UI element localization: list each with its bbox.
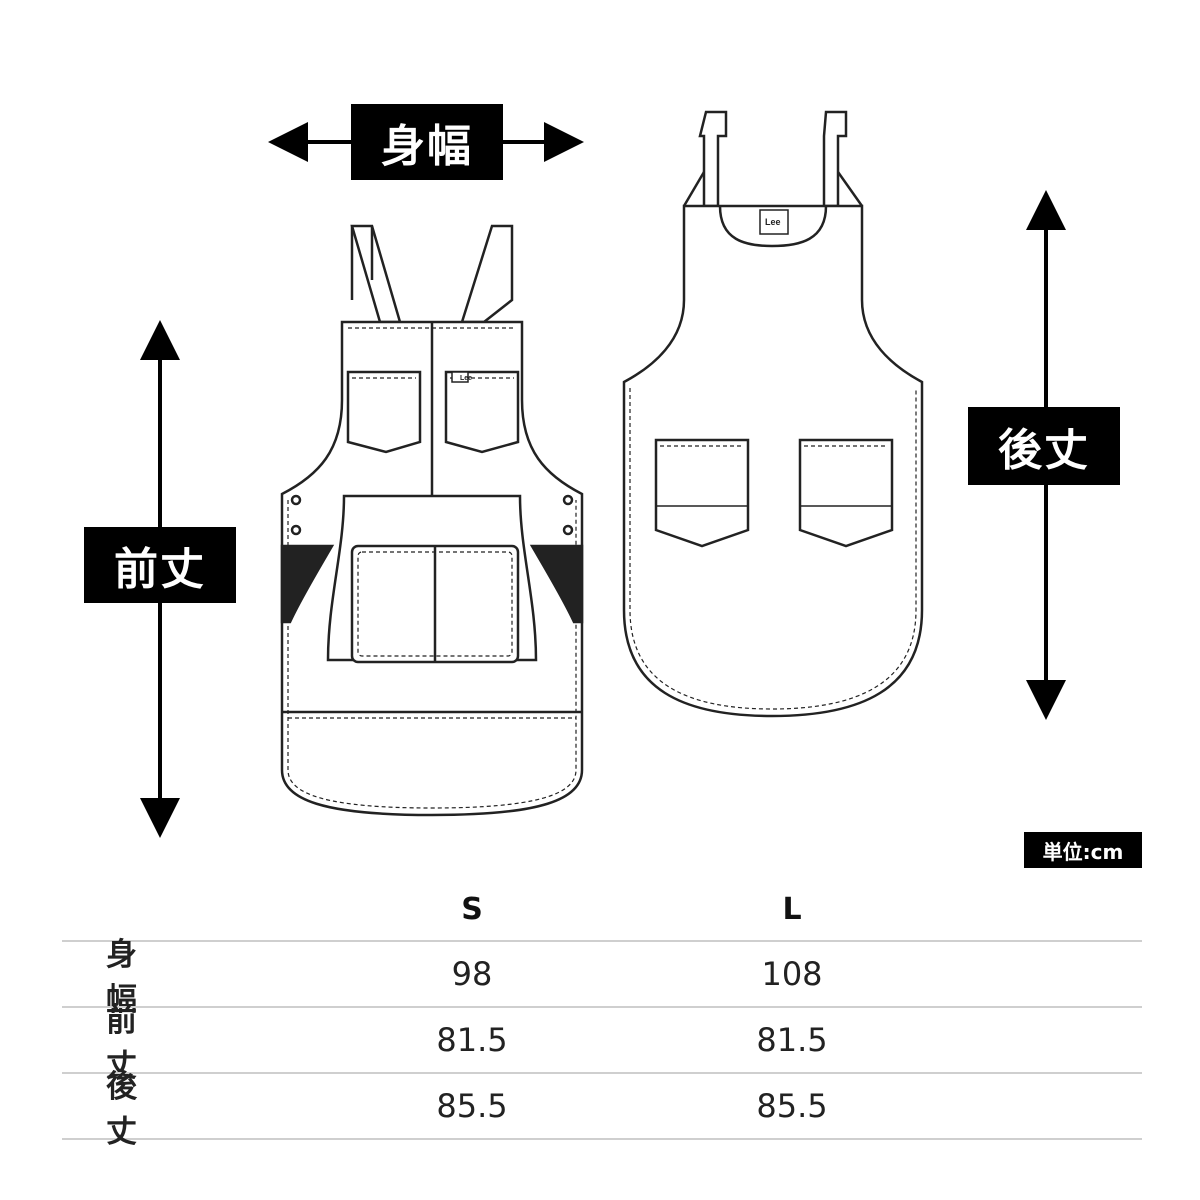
front-apron [280,224,584,817]
unit-badge: 単位:cm [1024,832,1142,868]
row-label: 後丈 [106,1069,149,1150]
cell-s: 81.5 [436,1021,508,1059]
cell-l: 108 [761,955,823,993]
front-length-label: 前丈 [84,527,236,603]
table-header-row: S L [62,878,1142,940]
size-table: S L 身幅 98 108 前丈 81.5 81.5 後丈 85.5 85.5 [62,878,1142,1150]
cell-s: 85.5 [436,1087,508,1125]
back-length-label: 後丈 [968,407,1120,485]
column-header-l: L [782,891,802,927]
row-label: 前丈 [106,1003,149,1084]
back-logo-text: Lee [765,217,781,227]
cell-s: 98 [451,955,493,993]
body-width-label: 身幅 [351,104,503,180]
column-header-s: S [461,891,483,927]
front-logo-text: Lee [460,375,472,382]
cell-l: 81.5 [756,1021,828,1059]
apron-diagram: Lee Lee [140,110,1066,838]
back-apron [622,110,924,718]
table-row: 後丈 85.5 85.5 [62,1069,1142,1150]
table-row: 身幅 98 108 [62,937,1142,1018]
table-row: 前丈 81.5 81.5 [62,1003,1142,1084]
cell-l: 85.5 [756,1087,828,1125]
